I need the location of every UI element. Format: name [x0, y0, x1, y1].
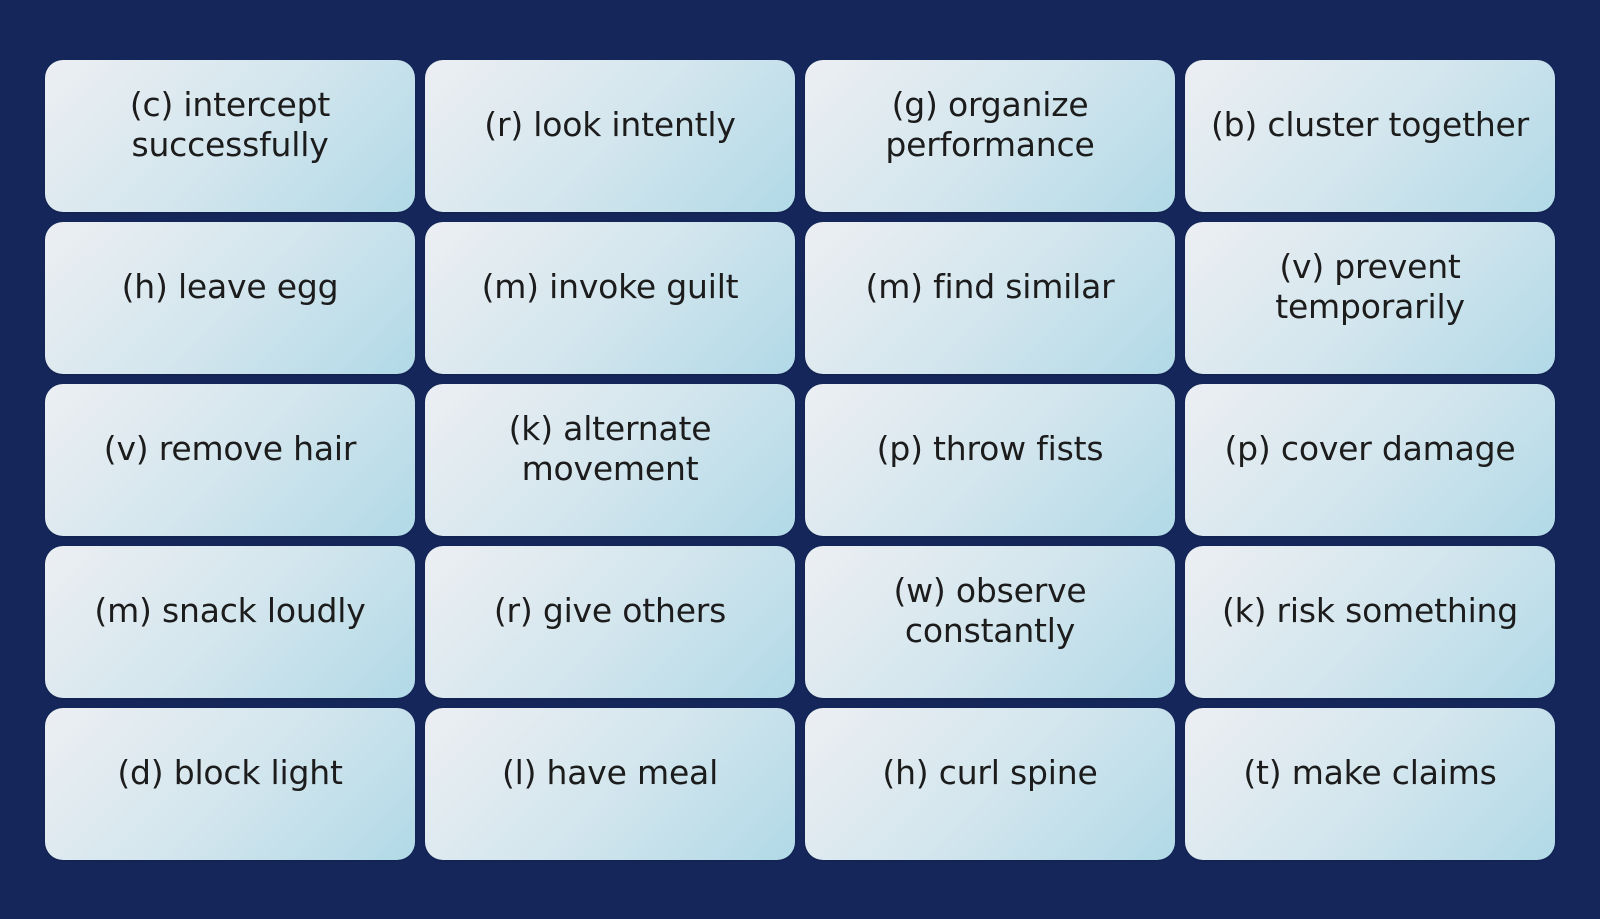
card-label: (p) cover damage — [1224, 429, 1516, 468]
card-label: (c) intercept successfully — [129, 85, 331, 164]
word-card[interactable]: (t) make claims — [1185, 708, 1555, 860]
word-card[interactable]: (g) organize performance — [805, 60, 1175, 212]
card-label: (v) prevent temporarily — [1275, 247, 1465, 326]
word-card[interactable]: (d) block light — [45, 708, 415, 860]
word-card[interactable]: (p) cover damage — [1185, 384, 1555, 536]
word-card[interactable]: (c) intercept successfully — [45, 60, 415, 212]
card-label: (h) leave egg — [121, 267, 339, 306]
card-label: (m) invoke guilt — [481, 267, 739, 306]
word-card[interactable]: (b) cluster together — [1185, 60, 1555, 212]
card-label: (t) make claims — [1243, 753, 1497, 792]
card-label: (b) cluster together — [1211, 105, 1530, 144]
card-label: (h) curl spine — [882, 753, 1098, 792]
word-card[interactable]: (m) snack loudly — [45, 546, 415, 698]
word-card[interactable]: (h) leave egg — [45, 222, 415, 374]
word-card[interactable]: (r) give others — [425, 546, 795, 698]
card-label: (d) block light — [117, 753, 343, 792]
card-label: (w) observe constantly — [893, 571, 1087, 650]
card-grid: (c) intercept successfully (r) look inte… — [45, 60, 1555, 860]
word-card[interactable]: (l) have meal — [425, 708, 795, 860]
word-card[interactable]: (k) risk something — [1185, 546, 1555, 698]
word-card[interactable]: (k) alternate movement — [425, 384, 795, 536]
word-card[interactable]: (r) look intently — [425, 60, 795, 212]
card-label: (r) look intently — [484, 105, 736, 144]
card-label: (m) snack loudly — [94, 591, 366, 630]
card-label: (l) have meal — [501, 753, 719, 792]
word-card[interactable]: (v) remove hair — [45, 384, 415, 536]
card-label: (k) risk something — [1222, 591, 1518, 630]
word-card[interactable]: (m) find similar — [805, 222, 1175, 374]
card-label: (k) alternate movement — [508, 409, 712, 488]
word-card[interactable]: (p) throw fists — [805, 384, 1175, 536]
card-label: (g) organize performance — [885, 85, 1095, 164]
word-card[interactable]: (h) curl spine — [805, 708, 1175, 860]
card-label: (p) throw fists — [876, 429, 1104, 468]
word-card[interactable]: (w) observe constantly — [805, 546, 1175, 698]
word-card[interactable]: (v) prevent temporarily — [1185, 222, 1555, 374]
word-card[interactable]: (m) invoke guilt — [425, 222, 795, 374]
card-label: (v) remove hair — [103, 429, 357, 468]
card-label: (r) give others — [493, 591, 727, 630]
card-label: (m) find similar — [865, 267, 1115, 306]
